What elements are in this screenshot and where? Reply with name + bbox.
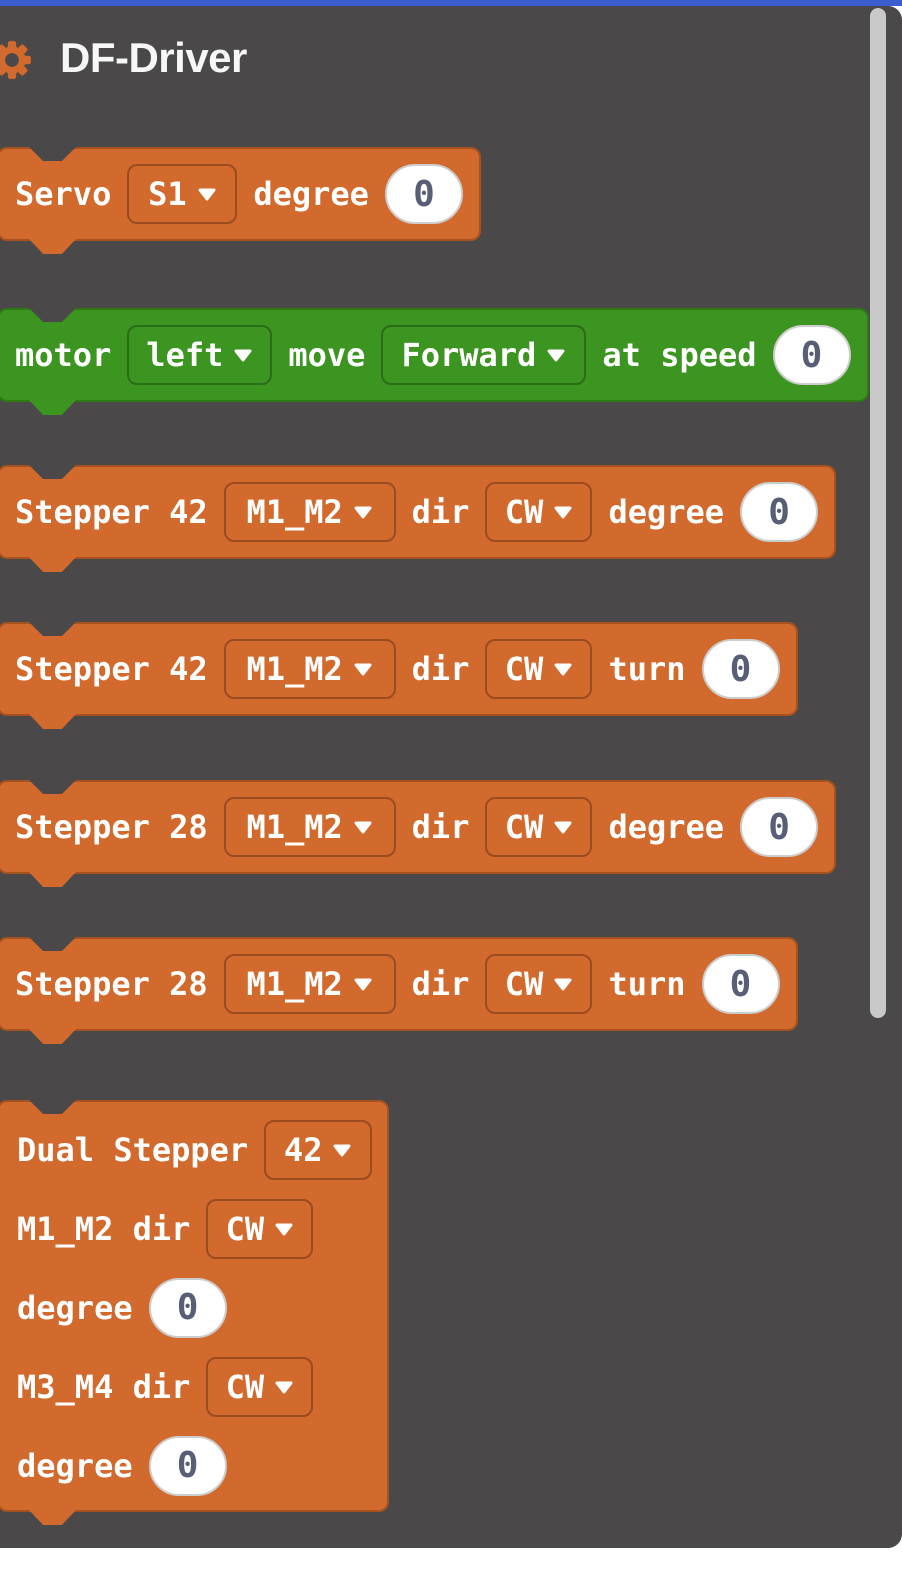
direction-dropdown[interactable]: CW <box>206 1198 314 1259</box>
gear-icon <box>0 41 31 79</box>
block-motor[interactable]: motor left move Forward at speed 0 <box>0 308 869 402</box>
block-label: turn <box>608 965 686 1003</box>
dropdown-value: S1 <box>148 175 187 213</box>
block-stepper-42-turn[interactable]: Stepper 42 M1_M2 dir CW turn 0 <box>0 622 798 716</box>
flyout-header: DF-Driver <box>0 30 700 100</box>
chevron-down-icon <box>553 976 573 992</box>
category-title: DF-Driver <box>60 34 247 81</box>
chevron-down-icon <box>353 661 373 677</box>
chevron-down-icon <box>353 504 373 520</box>
block-label: at speed <box>602 336 757 374</box>
block-row: degree 0 <box>17 1268 372 1347</box>
direction-dropdown[interactable]: CW <box>485 797 593 857</box>
dropdown-value: CW <box>504 650 544 688</box>
motor-side-dropdown[interactable]: left <box>127 325 273 385</box>
number-input[interactable]: 0 <box>384 164 463 224</box>
chevron-down-icon <box>353 976 373 992</box>
block-row: M1_M2 dir CW <box>17 1189 372 1268</box>
stepper-model-dropdown[interactable]: 42 <box>264 1119 373 1180</box>
chevron-down-icon <box>197 186 217 202</box>
dropdown-value: M1_M2 <box>246 808 343 846</box>
number-input[interactable]: 0 <box>148 1277 227 1338</box>
block-label: Stepper 42 <box>15 493 208 531</box>
chevron-down-icon <box>274 1379 294 1395</box>
dropdown-value: left <box>146 336 224 374</box>
motor-pair-dropdown[interactable]: M1_M2 <box>223 954 396 1014</box>
motor-pair-dropdown[interactable]: M1_M2 <box>223 482 396 542</box>
direction-dropdown[interactable]: CW <box>485 482 593 542</box>
block-label: motor <box>15 336 112 374</box>
chevron-down-icon <box>233 347 253 363</box>
block-label: move <box>288 336 366 374</box>
block-label: turn <box>608 650 686 688</box>
block-row: degree 0 <box>17 1426 372 1505</box>
block-label: Stepper 42 <box>15 650 208 688</box>
dropdown-value: CW <box>225 1367 265 1406</box>
block-stepper-28-turn[interactable]: Stepper 28 M1_M2 dir CW turn 0 <box>0 937 798 1031</box>
dropdown-value: CW <box>225 1209 265 1248</box>
servo-port-dropdown[interactable]: S1 <box>127 164 238 224</box>
direction-dropdown[interactable]: CW <box>485 639 593 699</box>
motor-pair-dropdown[interactable]: M1_M2 <box>223 639 396 699</box>
dropdown-value: M1_M2 <box>246 650 343 688</box>
block-label: dir <box>411 650 470 688</box>
chevron-down-icon <box>553 661 573 677</box>
number-input[interactable]: 0 <box>148 1435 227 1496</box>
motor-pair-dropdown[interactable]: M1_M2 <box>223 797 396 857</box>
block-label: Stepper 28 <box>15 808 208 846</box>
block-stepper-28-degree[interactable]: Stepper 28 M1_M2 dir CW degree 0 <box>0 780 837 874</box>
block-label: Dual Stepper <box>17 1130 249 1169</box>
block-row: M3_M4 dir CW <box>17 1347 372 1426</box>
number-input[interactable]: 0 <box>740 482 819 542</box>
block-label: degree <box>17 1288 133 1327</box>
chevron-down-icon <box>553 819 573 835</box>
dropdown-value: Forward <box>401 336 537 374</box>
block-label: M3_M4 dir <box>17 1367 191 1406</box>
dropdown-value: M1_M2 <box>246 493 343 531</box>
number-input[interactable]: 0 <box>772 325 851 385</box>
chevron-down-icon <box>353 819 373 835</box>
direction-dropdown[interactable]: CW <box>485 954 593 1014</box>
chevron-down-icon <box>274 1221 294 1237</box>
block-label: degree <box>17 1446 133 1485</box>
block-servo[interactable]: Servo S1 degree 0 <box>0 147 481 241</box>
block-label: Servo <box>15 175 112 213</box>
dropdown-value: 42 <box>283 1130 323 1169</box>
number-input[interactable]: 0 <box>701 639 780 699</box>
workspace-top-border <box>0 0 902 6</box>
block-label: dir <box>411 965 470 1003</box>
direction-dropdown[interactable]: CW <box>206 1356 314 1417</box>
chevron-down-icon <box>546 347 566 363</box>
motor-direction-dropdown[interactable]: Forward <box>381 325 587 385</box>
block-label: degree <box>253 175 369 213</box>
dropdown-value: M1_M2 <box>246 965 343 1003</box>
dropdown-value: CW <box>504 808 544 846</box>
block-row: Dual Stepper 42 <box>17 1110 373 1189</box>
number-input[interactable]: 0 <box>740 797 819 857</box>
chevron-down-icon <box>332 1142 352 1158</box>
flyout-scrollbar-thumb[interactable] <box>870 8 886 1018</box>
dropdown-value: CW <box>504 493 544 531</box>
dropdown-value: CW <box>504 965 544 1003</box>
block-label: degree <box>608 808 725 846</box>
block-label: degree <box>608 493 725 531</box>
block-dual-stepper[interactable]: Dual Stepper 42 M1_M2 dir CW degree 0 M3… <box>0 1100 390 1512</box>
block-label: dir <box>411 493 470 531</box>
block-label: M1_M2 dir <box>17 1209 191 1248</box>
chevron-down-icon <box>553 504 573 520</box>
number-input[interactable]: 0 <box>701 954 780 1014</box>
block-stepper-42-degree[interactable]: Stepper 42 M1_M2 dir CW degree 0 <box>0 465 837 559</box>
block-label: dir <box>411 808 470 846</box>
block-label: Stepper 28 <box>15 965 208 1003</box>
